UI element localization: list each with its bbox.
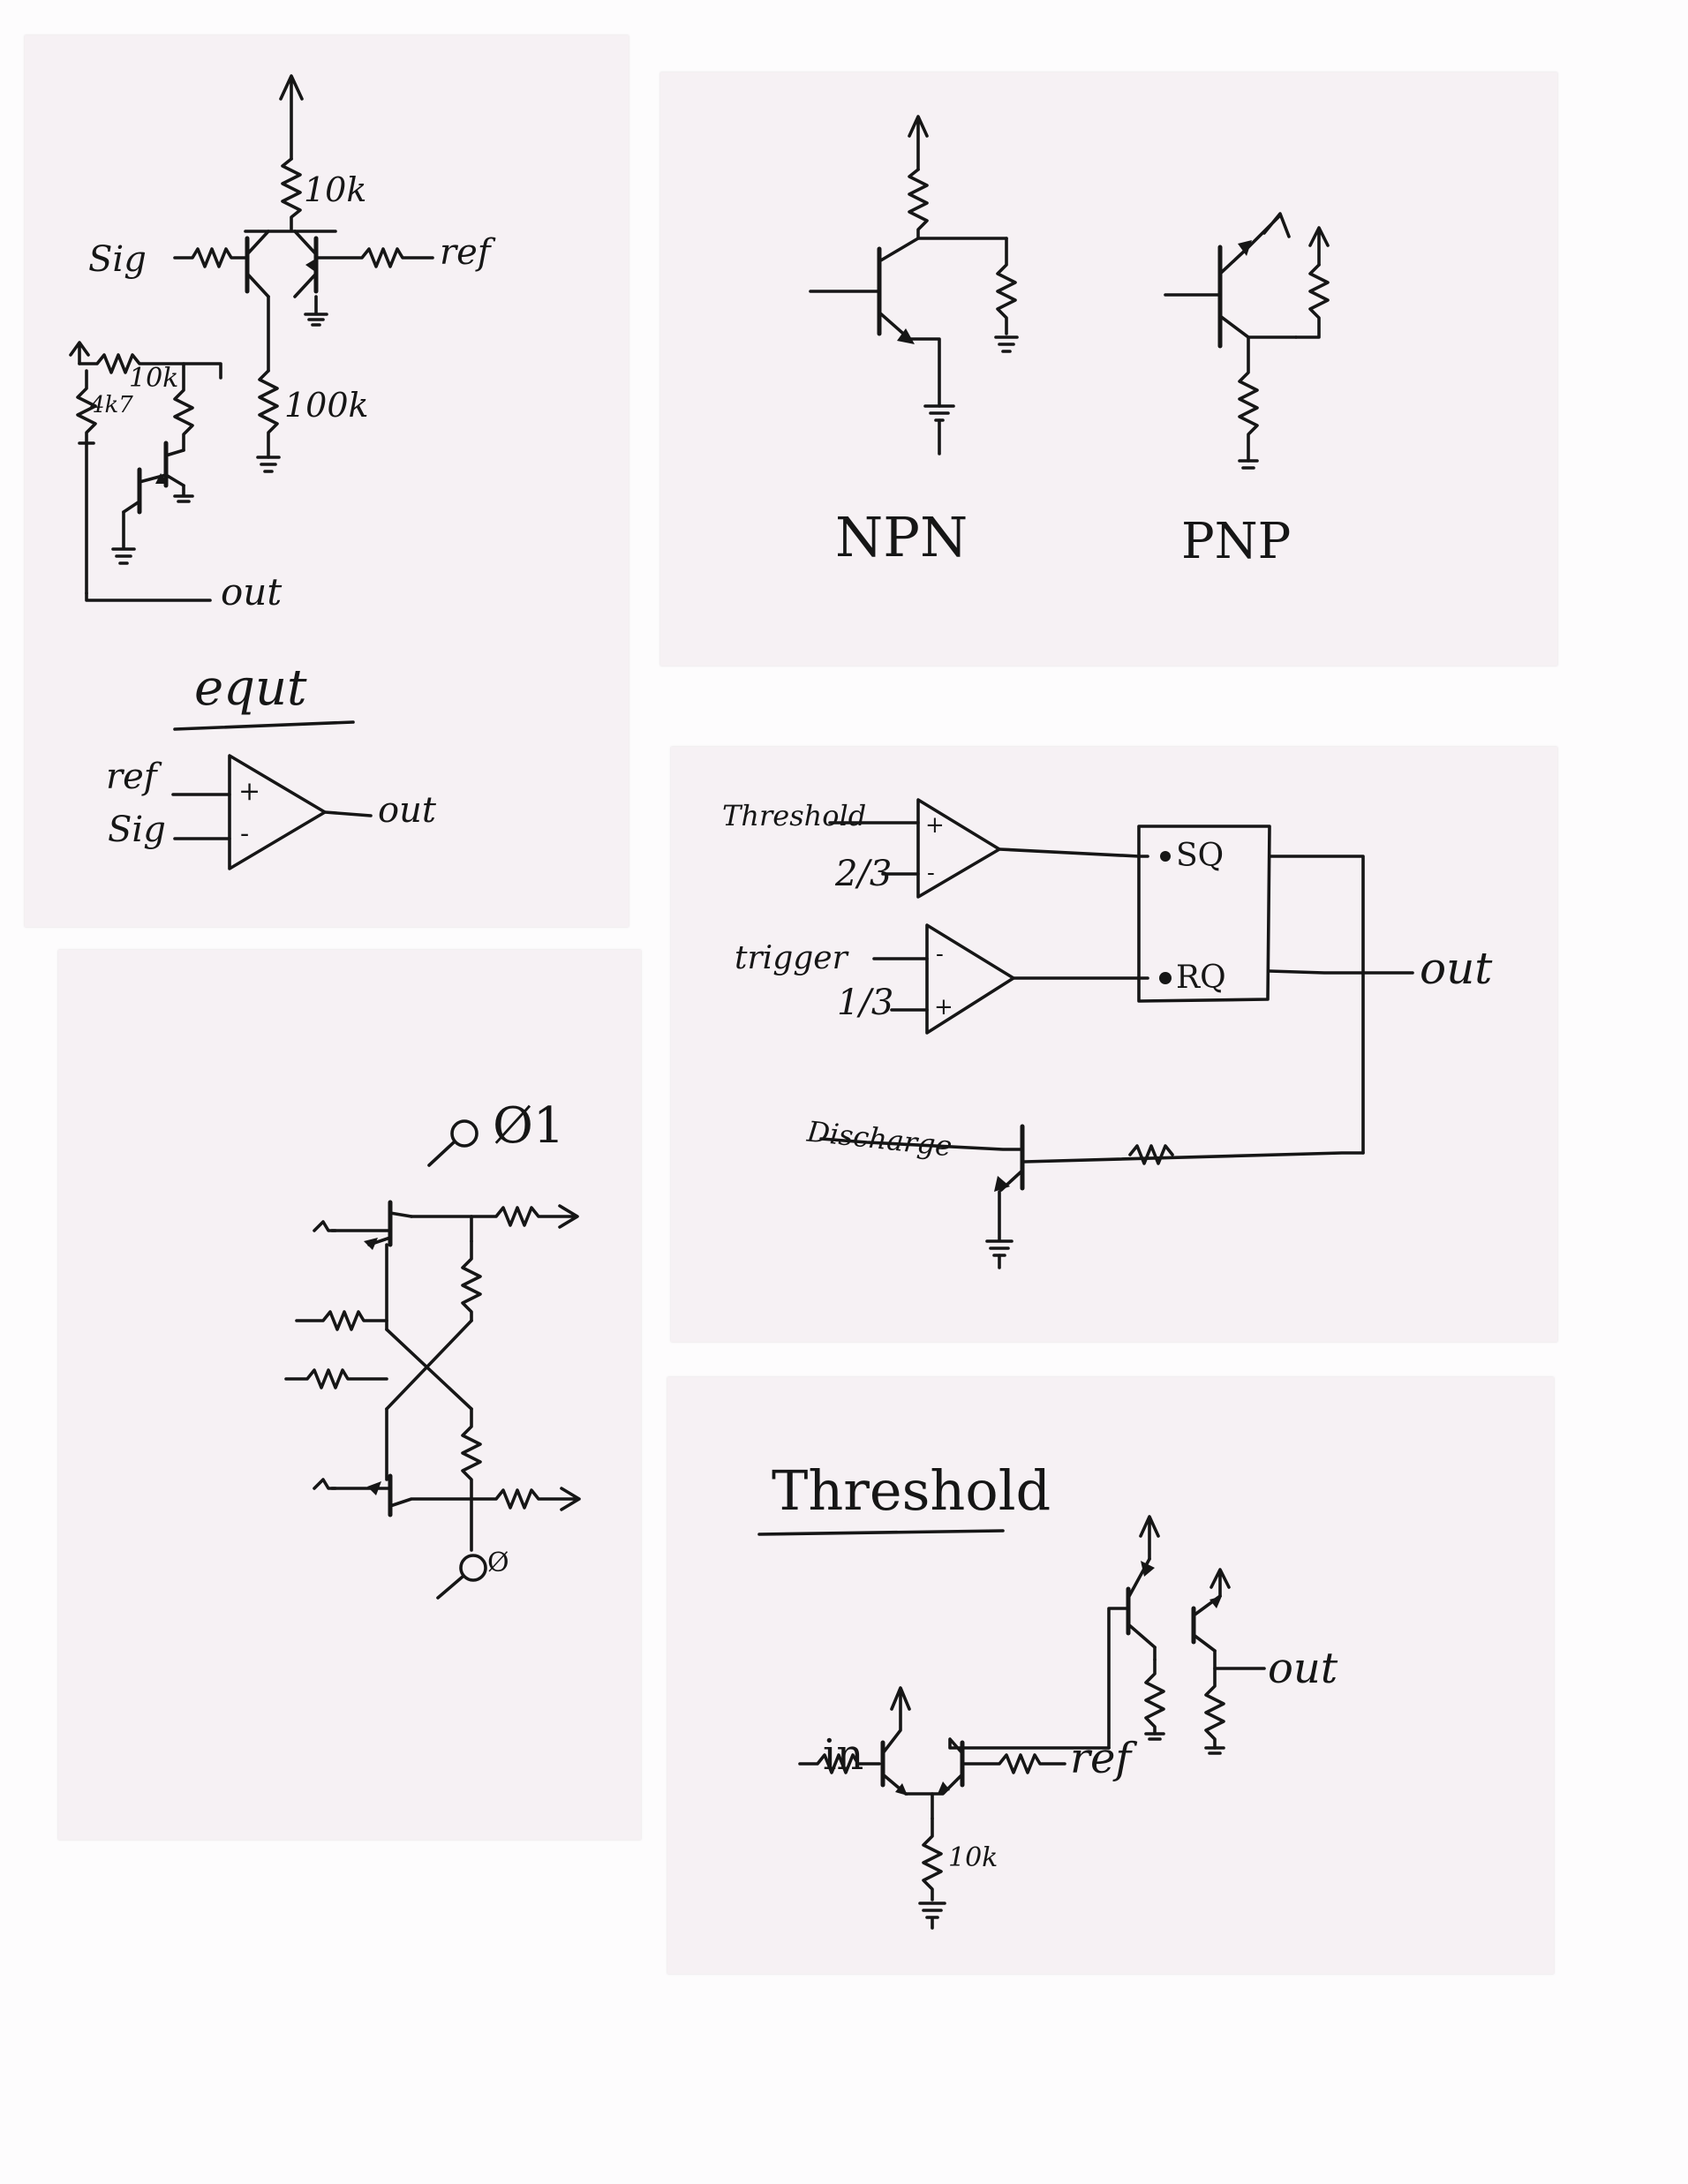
phi2-label: Ø — [487, 1548, 509, 1578]
card-comparator: 10k Sig ref 4k7 10k 100k out equt ref Si… — [25, 35, 629, 927]
threshold-input-label: Threshold — [722, 799, 867, 832]
phi1-label: Ø1 — [493, 1097, 565, 1155]
card-npn-pnp: NPN PNP — [660, 72, 1557, 666]
comparator-schematic — [69, 74, 434, 870]
resistor-label-100k: 100k — [284, 386, 369, 425]
opamp-ref-label: ref — [106, 757, 157, 797]
pnp-label: PNP — [1181, 513, 1292, 570]
opamp-sig-label: Sig — [108, 810, 166, 850]
card-threshold: Threshold in out ref 10k — [667, 1377, 1554, 1974]
resistor-label-10k-small: 10k — [129, 363, 179, 394]
npn-pnp-schematic — [809, 115, 1330, 470]
threshold-in-label: in — [823, 1730, 864, 1780]
comparator-bottom-minus: - — [936, 941, 944, 968]
out-label: out — [221, 570, 283, 614]
card-flip-flop: Ø1 Ø — [58, 950, 641, 1840]
opamp-out-label: out — [378, 790, 436, 831]
threshold-schematic — [757, 1515, 1266, 1930]
npn-label: NPN — [835, 505, 968, 569]
timer-schematic — [819, 798, 1414, 1269]
flip-flop-top-label: SQ — [1176, 838, 1225, 874]
card-timer: Threshold 2/3 trigger 1/3 + - - + SQ RQ … — [671, 747, 1557, 1342]
comparator-top-plus: + — [925, 812, 945, 839]
threshold-title: Threshold — [772, 1458, 1051, 1523]
sig-label: Sig — [88, 239, 147, 280]
two-thirds-label: 2/3 — [835, 854, 893, 894]
equt-title: equt — [194, 659, 307, 717]
threshold-ref-label: ref — [1070, 1734, 1132, 1783]
resistor-label-10k: 10k — [304, 170, 367, 209]
resistor-label-4k7: 4k7 — [90, 392, 133, 418]
one-third-label: 1/3 — [837, 983, 894, 1023]
trigger-input-label: trigger — [735, 940, 848, 976]
flip-flop-bottom-label: RQ — [1176, 960, 1226, 996]
comparator-bottom-plus: + — [934, 994, 953, 1020]
timer-out-label: out — [1420, 943, 1493, 994]
opamp-plus: + — [238, 776, 261, 807]
threshold-out-label: out — [1268, 1644, 1338, 1693]
ref-label: ref — [440, 232, 491, 273]
flip-flop-schematic — [284, 1119, 581, 1600]
comparator-top-minus: - — [927, 860, 935, 886]
opamp-minus: - — [240, 818, 250, 849]
threshold-10k-label: 10k — [948, 1842, 998, 1873]
